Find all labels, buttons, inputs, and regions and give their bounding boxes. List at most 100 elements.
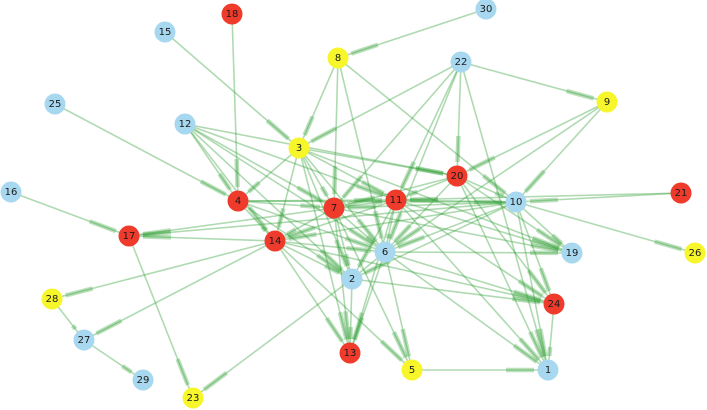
edge-arrow-3-2 [334, 239, 349, 267]
node-18[interactable]: 18 [221, 3, 243, 25]
node-circle-16 [0, 181, 22, 203]
node-1[interactable]: 1 [537, 359, 559, 381]
edge-arrow-12-14 [247, 206, 269, 232]
edge-arrow-11-6 [385, 233, 392, 239]
node-label-11: 11 [390, 195, 403, 206]
node-label-13: 13 [344, 348, 357, 359]
node-14[interactable]: 14 [264, 230, 286, 252]
node-11[interactable]: 11 [385, 189, 407, 211]
edge-3-19 [298, 147, 573, 254]
node-5[interactable]: 5 [401, 359, 423, 381]
node-17[interactable]: 17 [118, 225, 140, 247]
node-3[interactable]: 3 [288, 137, 310, 159]
edge-12-11 [184, 123, 397, 201]
edge-2-24 [351, 278, 555, 305]
edge-arrow-11-19 [531, 238, 560, 252]
node-label-1: 1 [545, 365, 551, 376]
node-22[interactable]: 22 [450, 51, 472, 73]
node-24[interactable]: 24 [543, 293, 565, 315]
node-circle-24 [543, 293, 565, 315]
edge-4-6 [237, 200, 386, 253]
node-10[interactable]: 10 [505, 191, 527, 213]
edge-arrow-12-6 [348, 227, 375, 247]
edge-arrow-17-23 [175, 358, 190, 386]
edge-12-2 [184, 123, 353, 280]
node-26[interactable]: 26 [684, 242, 706, 264]
edge-arrow-7-17 [142, 228, 171, 237]
edge-20-6 [384, 175, 458, 253]
node-label-9: 9 [604, 97, 610, 108]
edge-arrow-22-1 [534, 328, 547, 358]
edge-10-2 [351, 201, 517, 280]
node-label-4: 4 [235, 196, 241, 207]
node-23[interactable]: 23 [182, 387, 204, 409]
edge-3-11 [298, 147, 397, 201]
node-circle-18 [221, 3, 243, 25]
node-circle-2 [341, 268, 363, 290]
edge-arrow-4-6 [344, 236, 373, 250]
edge-arrow-8-6 [372, 210, 384, 239]
node-label-7: 7 [331, 203, 337, 214]
node-4[interactable]: 4 [227, 190, 249, 212]
node-29[interactable]: 29 [132, 369, 154, 391]
node-15[interactable]: 15 [154, 21, 176, 43]
node-20[interactable]: 20 [446, 165, 468, 187]
edge-arrow-12-4 [217, 172, 232, 191]
node-27[interactable]: 27 [73, 329, 95, 351]
edge-11-2 [351, 199, 397, 280]
edge-arrow-25-4 [199, 179, 227, 197]
edge-14-13 [274, 240, 351, 354]
node-13[interactable]: 13 [339, 342, 361, 364]
edge-arrow-12-20 [415, 165, 444, 176]
edge-10-11 [395, 199, 517, 203]
node-28[interactable]: 28 [41, 288, 63, 310]
node-label-22: 22 [455, 57, 468, 68]
edge-9-10 [515, 101, 608, 203]
edge-arrow-14-5 [379, 339, 404, 363]
node-19[interactable]: 19 [561, 242, 583, 264]
edge-7-2 [333, 207, 353, 280]
edge-arrow-7-5 [391, 331, 408, 359]
edge-4-11 [237, 199, 397, 202]
node-circle-30 [475, 0, 497, 20]
edge-6-19 [384, 251, 573, 254]
node-label-5: 5 [409, 365, 415, 376]
node-label-17: 17 [123, 231, 136, 242]
node-8[interactable]: 8 [327, 47, 349, 69]
edge-10-1 [515, 201, 549, 371]
edge-arrow-14-28 [64, 286, 94, 298]
node-2[interactable]: 2 [341, 268, 363, 290]
edge-arrow-20-6 [392, 223, 412, 244]
edge-arrow-10-7 [347, 204, 377, 210]
edge-11-1 [395, 199, 549, 371]
node-7[interactable]: 7 [323, 197, 345, 219]
edge-4-10 [237, 200, 517, 203]
edge-30-8 [337, 8, 487, 59]
edge-arrow-10-24 [538, 267, 552, 292]
edge-arrow-28-27 [71, 324, 78, 331]
node-circle-20 [446, 165, 468, 187]
node-25[interactable]: 25 [44, 93, 66, 115]
node-12[interactable]: 12 [174, 113, 196, 135]
node-circle-26 [684, 242, 706, 264]
edge-arrow-20-7 [346, 195, 376, 207]
edge-21-10 [515, 192, 682, 203]
node-16[interactable]: 16 [0, 181, 22, 203]
edge-7-19 [333, 207, 573, 254]
node-30[interactable]: 30 [475, 0, 497, 20]
node-21[interactable]: 21 [670, 182, 692, 204]
node-9[interactable]: 9 [596, 91, 618, 113]
edge-9-6 [384, 101, 608, 253]
edge-22-9 [460, 61, 608, 103]
edge-arrow-14-17 [142, 234, 172, 240]
edge-9-20 [456, 101, 608, 177]
node-circle-1 [537, 359, 559, 381]
node-label-19: 19 [566, 248, 579, 259]
node-label-8: 8 [335, 53, 341, 64]
node-6[interactable]: 6 [374, 241, 396, 263]
node-label-24: 24 [548, 299, 561, 310]
edge-arrow-20-10 [494, 190, 505, 199]
edge-arrow-8-7 [332, 165, 338, 195]
edge-22-3 [298, 61, 462, 149]
node-circle-15 [154, 21, 176, 43]
